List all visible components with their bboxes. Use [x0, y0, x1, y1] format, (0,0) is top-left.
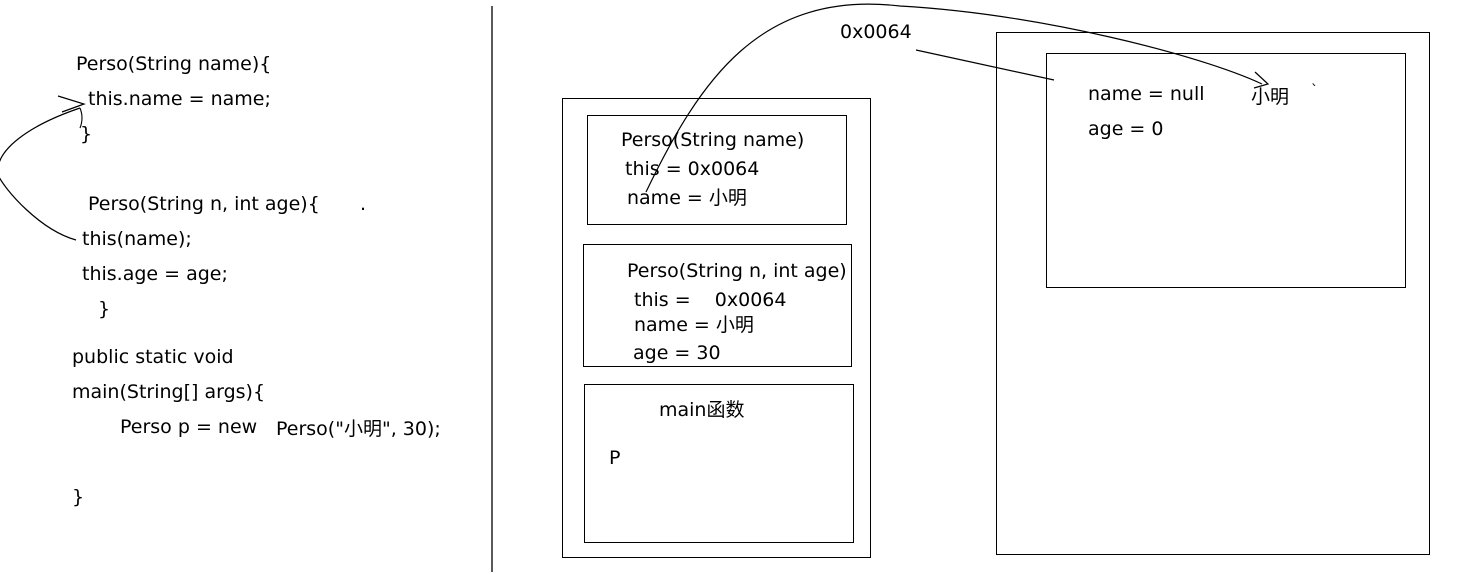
heap-name-field: name = null [1088, 83, 1205, 105]
heap-address-label: 0x0064 [840, 21, 912, 43]
code-line-close-brace-1: } [80, 123, 93, 145]
frame2-title: Perso(String n, int age) [627, 260, 847, 282]
code-line-constructor-call: Perso("小明", 30); [276, 418, 441, 440]
code-line-main-signature-1: public static void [72, 346, 234, 368]
heap-age-field: age = 0 [1088, 118, 1164, 140]
stack-frame-constructor-name: Perso(String name) this = 0x0064 name = … [587, 115, 847, 225]
frame2-this: this = 0x0064 [634, 289, 787, 311]
stack-frame-main: main函数 P [584, 384, 854, 543]
code-line-close-brace-main: } [72, 486, 85, 508]
frame2-age: age = 30 [633, 342, 721, 364]
code-line-this-age: this.age = age; [82, 263, 228, 285]
frame3-var-p: P [609, 447, 621, 469]
call-curve [0, 107, 81, 241]
call-curve-arrowhead [57, 95, 86, 113]
code-line-close-brace-2: } [98, 298, 111, 320]
frame1-title: Perso(String name) [621, 129, 805, 151]
code-line-constructor-name-age: Perso(String n, int age){ [88, 193, 320, 215]
frame1-this: this = 0x0064 [625, 158, 760, 180]
frame2-name: name = 小明 [634, 314, 754, 336]
frame3-title: main函数 [659, 399, 745, 421]
code-line-constructor-name: Perso(String name){ [76, 53, 272, 75]
code-stray-dot: . [360, 193, 367, 215]
heap-stray-tick: ` [1311, 83, 1318, 99]
code-line-this-name: this.name = name; [88, 88, 271, 110]
frame1-name: name = 小明 [627, 187, 747, 209]
code-line-this-call: this(name); [82, 228, 192, 250]
stack-frame-constructor-name-age: Perso(String n, int age) this = 0x0064 n… [583, 244, 852, 367]
code-line-new-object: Perso p = new [120, 416, 258, 438]
heap-object: name = null 小明 ` age = 0 [1046, 53, 1406, 288]
heap-name-assigned: 小明 [1251, 86, 1290, 108]
code-line-main-signature-2: main(String[] args){ [72, 381, 266, 403]
